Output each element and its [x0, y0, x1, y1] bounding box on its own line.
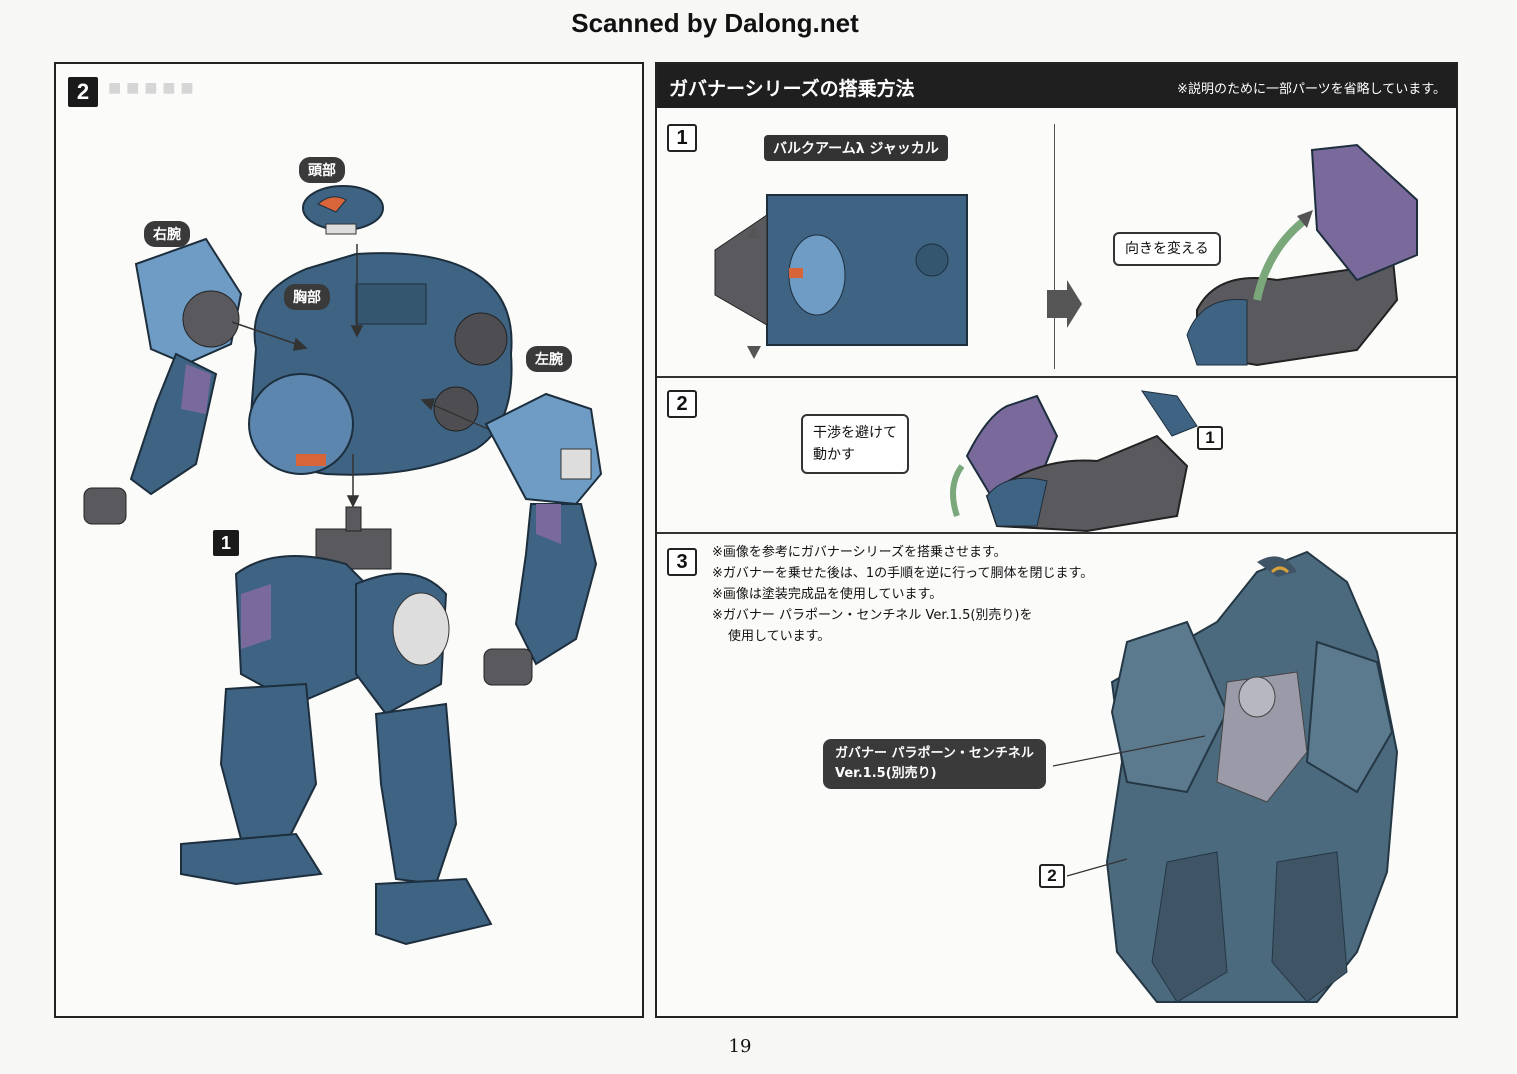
avoid-interference-callout: 干渉を避けて 動かす [801, 414, 909, 474]
step-2-illustration [950, 390, 1198, 533]
section-note: ※説明のために一部パーツを省略しています。 [1177, 82, 1446, 97]
page-number: 19 [728, 1036, 752, 1057]
boarding-panel: ガバナーシリーズの搭乗方法 ※説明のために一部パーツを省略しています。 1 バル… [655, 62, 1458, 1018]
section-header: ガバナーシリーズの搭乗方法 ※説明のために一部パーツを省略しています。 [657, 64, 1456, 108]
governor-label-line-2: Ver.1.5(別売り) [835, 766, 937, 781]
faded-heading: ■ ■ ■ ■ ■ [108, 80, 194, 96]
note-4: ※ガバナー パラポーン・センチネル Ver.1.5(別売り)を [712, 608, 1033, 623]
step-3-photo [1105, 550, 1399, 1003]
mech-exploded-illustration [83, 185, 603, 946]
left-arm-part [483, 392, 603, 686]
rotate-callout: 向きを変える [1113, 232, 1221, 266]
divider-2 [657, 532, 1456, 534]
label-chest: 胸部 [284, 284, 330, 310]
note-5: 使用しています。 [728, 629, 831, 644]
callout-line-2: 動かす [813, 447, 855, 463]
mech-name-label: バルクアームλ ジャッカル [764, 135, 948, 161]
head-part [302, 185, 384, 235]
governor-label: ガバナー パラポーン・センチネル Ver.1.5(別売り) [823, 739, 1046, 789]
right-arm-part [83, 237, 243, 525]
step-3-number: 3 [667, 548, 697, 576]
label-head: 頭部 [299, 157, 345, 183]
callout-line-1: 干渉を避けて [813, 425, 897, 441]
watermark: Scanned by Dalong.net [571, 8, 859, 38]
note-1: ※画像を参考にガバナーシリーズを搭乗させます。 [712, 545, 1007, 560]
step-3-notes: ※画像を参考にガバナーシリーズを搭乗させます。 ※ガバナーを乗せた後は、1の手順… [712, 542, 1093, 647]
label-right-arm: 右腕 [144, 221, 190, 247]
next-step-arrow [1047, 280, 1082, 328]
mech-top-view [714, 194, 968, 346]
step-2-ref: 1 [1197, 426, 1223, 450]
note-2: ※ガバナーを乗せた後は、1の手順を逆に行って胴体を閉じます。 [712, 566, 1094, 581]
step-number-badge: 2 [68, 77, 98, 107]
assembly-panel: 2 ■ ■ ■ ■ ■ [54, 62, 644, 1018]
step-3-ref: 2 [1039, 864, 1065, 888]
lower-body-ref-badge: 1 [213, 530, 239, 556]
assembly-arrows [231, 244, 489, 508]
section-title: ガバナーシリーズの搭乗方法 [669, 78, 915, 100]
step-1-number: 1 [667, 124, 697, 152]
note-3: ※画像は塗装完成品を使用しています。 [712, 587, 943, 602]
step-2-number: 2 [667, 390, 697, 418]
governor-leader-line [1052, 735, 1206, 877]
divider-1 [657, 376, 1456, 378]
lower-body-part [180, 506, 493, 946]
governor-label-line-1: ガバナー パラポーン・センチネル [835, 746, 1034, 761]
step-1-illustration [714, 143, 1418, 367]
step-1-divider [1054, 124, 1055, 369]
mech-side-view [1186, 143, 1418, 367]
label-left-arm: 左腕 [526, 346, 572, 372]
